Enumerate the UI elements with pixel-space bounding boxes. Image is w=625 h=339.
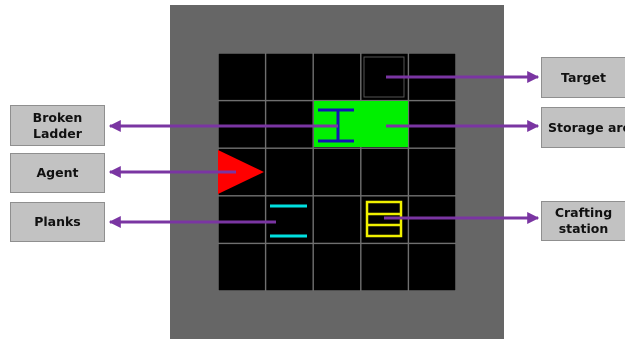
grid-cell [266,244,312,290]
grid-cell [314,197,360,243]
label-agent: Agent [10,153,105,193]
grid-cell [362,244,408,290]
grid-cell [314,149,360,195]
label-broken-ladder-line1: Broken [33,110,83,126]
label-storage-area-text: Storage area [548,120,625,136]
grid-cell [409,101,455,147]
grid-cell [409,149,455,195]
grid-cell [314,54,360,100]
label-target-text: Target [561,70,606,86]
grid-cell [219,244,265,290]
grid-cell [266,149,312,195]
label-crafting-station-line2: station [555,221,612,237]
grid-cell [362,149,408,195]
grid-cell [219,101,265,147]
label-storage-area: Storage area [541,107,625,148]
label-planks-text: Planks [34,214,81,230]
grid-cell [266,54,312,100]
grid-cell [219,54,265,100]
grid-cell [409,244,455,290]
grid-cell [409,197,455,243]
label-target: Target [541,57,625,98]
grid-cell [219,197,265,243]
grid-cell [266,101,312,147]
label-planks: Planks [10,202,105,242]
label-agent-text: Agent [37,165,79,181]
label-broken-ladder-line2: Ladder [33,126,83,142]
label-crafting-station-line1: Crafting [555,205,612,221]
grid-cell [314,244,360,290]
